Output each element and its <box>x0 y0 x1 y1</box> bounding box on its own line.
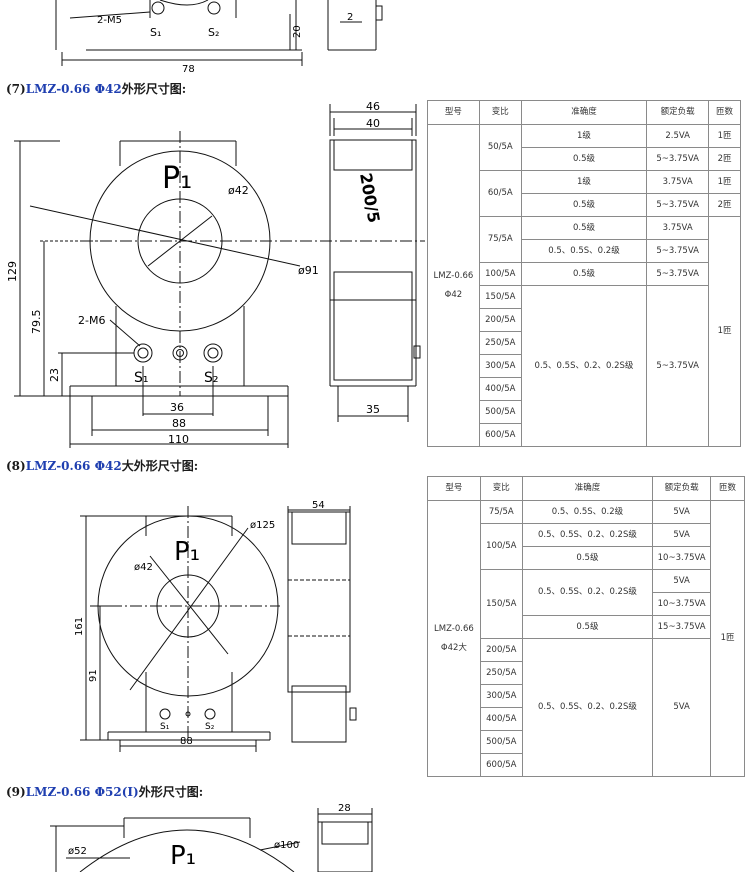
dim-40: 40 <box>366 117 380 130</box>
label-phi52: ø52 <box>68 846 87 857</box>
label-p1: P₁ <box>162 161 192 196</box>
dim-78: 78 <box>182 64 195 75</box>
label-phi100: ø100 <box>274 840 299 851</box>
dim-36: 36 <box>170 401 184 414</box>
dim-23: 23 <box>48 368 61 382</box>
label-s2: S₂ <box>208 26 219 39</box>
th-accuracy: 准确度 <box>520 100 648 125</box>
label-m6: 2-M6 <box>78 314 105 327</box>
label-s1: S₁ <box>150 26 161 39</box>
dim-88: 88 <box>172 417 186 430</box>
label-ratio: 200/5 <box>356 171 383 224</box>
heading-8: (8)LMZ-0.66 Φ42大外形尺寸图: <box>6 459 199 473</box>
th-model: 型号 <box>427 100 480 125</box>
th-turns: 匝数 <box>708 100 741 125</box>
dim-129: 129 <box>6 261 19 282</box>
dim-35: 35 <box>366 403 380 416</box>
heading-7: (7)LMZ-0.66 Φ42外形尺寸图: <box>6 82 187 96</box>
dim-161: 161 <box>74 617 85 636</box>
heading-9: (9)LMZ-0.66 Φ52(Ⅰ)外形尺寸图: <box>6 785 204 799</box>
drawing-8: P₁ ø42 ø125 54 161 91 88 S₁ S₂ <box>74 500 357 752</box>
label-p1: P₁ <box>170 841 196 871</box>
label-s2: S₂ <box>204 370 219 386</box>
label-phi125: ø125 <box>250 520 275 531</box>
label-p1: P₁ <box>174 537 200 567</box>
dim-79-5: 79.5 <box>30 310 43 335</box>
dim-54: 54 <box>312 500 325 511</box>
drawing-top: 2-M5 S₁ S₂ 20 2 78 <box>55 0 383 75</box>
dim-28: 28 <box>338 803 351 814</box>
label-phi91: ø91 <box>298 264 319 277</box>
drawing-9: P₁ ø52 ø100 28 <box>50 803 373 872</box>
dim-2: 2 <box>347 12 353 23</box>
label-s1: S₁ <box>134 370 149 386</box>
dim-110: 110 <box>168 433 189 446</box>
dim-46: 46 <box>366 100 380 113</box>
label-s2: S₂ <box>205 722 215 732</box>
th-ratio: 变比 <box>478 100 522 125</box>
dim-91: 91 <box>88 669 99 682</box>
drawing-7: P₁ ø42 ø91 2-M6 S₁ S₂ 129 79.5 23 36 88 … <box>6 100 425 448</box>
dim-88: 88 <box>180 736 193 747</box>
dim-20: 20 <box>292 25 303 38</box>
label-s1: S₁ <box>160 722 170 732</box>
label-phi42: ø42 <box>228 184 249 197</box>
th-load: 额定负载 <box>646 100 710 125</box>
label-phi42: ø42 <box>134 562 153 573</box>
label-m5: 2-M5 <box>97 15 122 26</box>
